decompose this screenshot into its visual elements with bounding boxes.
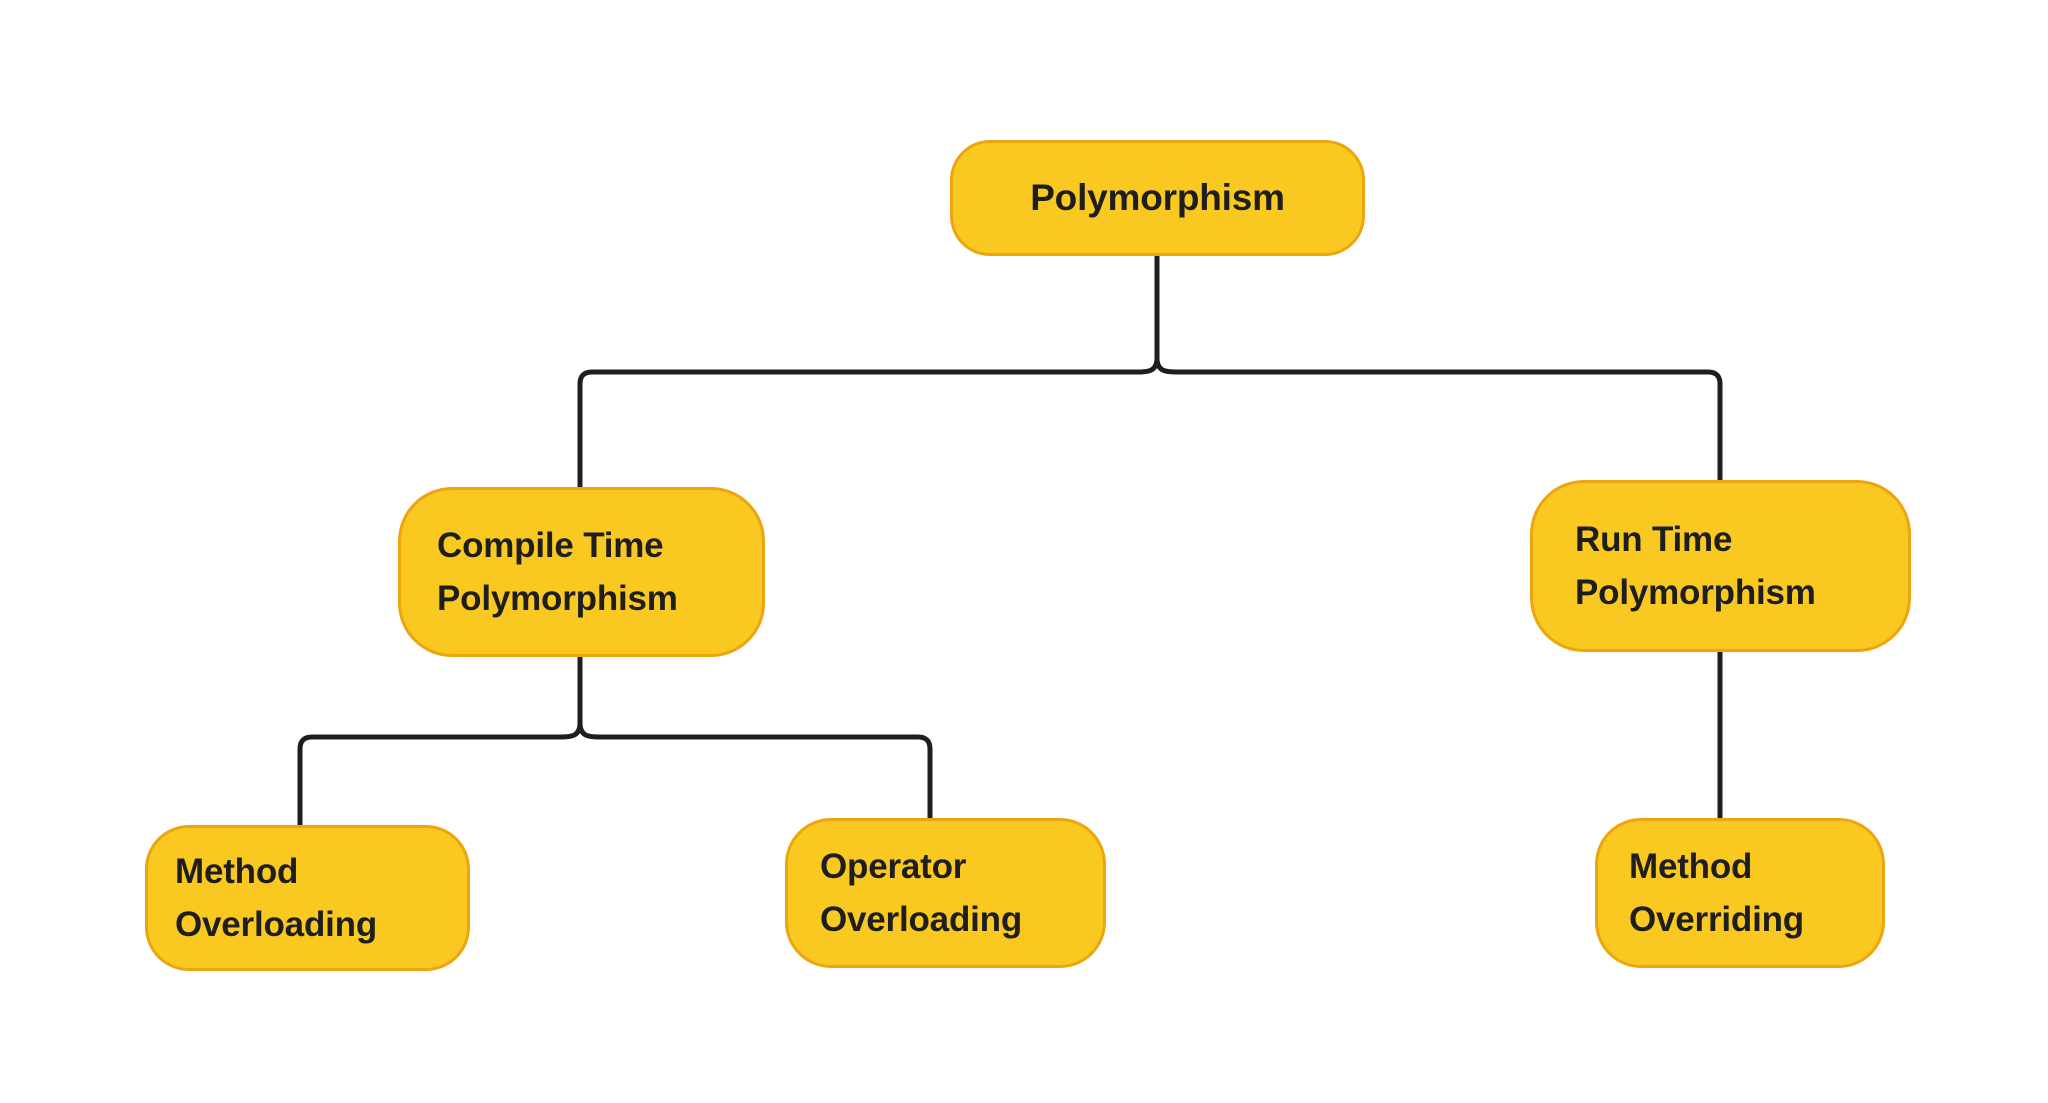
node-label-line: Overloading [175,905,378,944]
edge-compile-junction-left [557,720,583,740]
edge-compile-junction-right [577,720,603,740]
node-label-line: Operator [820,846,967,886]
node-label-line: Polymorphism [1575,573,1816,612]
node-operator-overloading[interactable]: Operator Overloading [785,818,1106,968]
node-polymorphism[interactable]: Polymorphism [950,140,1365,256]
node-method-overriding[interactable]: Method Overriding [1595,818,1885,968]
node-method-overloading[interactable]: Method Overloading [145,825,470,971]
edge-compile-to-operator-overloading [597,734,933,821]
node-label-line: Run Time [1575,519,1733,559]
edge-compile-to-method-overloading [297,734,563,828]
node-label-line: Polymorphism [437,579,678,618]
node-label-line: Overloading [820,900,1023,939]
edge-root-junction-right [1154,355,1180,375]
node-label-line: Compile Time [437,525,664,565]
edge-root-junction-left [1134,355,1160,375]
edge-root-to-runtime [1174,369,1723,483]
node-run-time-polymorphism[interactable]: Run Time Polymorphism [1530,480,1911,652]
node-label-line: Method [175,851,299,891]
node-label-line: Polymorphism [1030,176,1285,218]
node-compile-time-polymorphism[interactable]: Compile Time Polymorphism [398,487,765,657]
node-label-line: Method [1629,846,1753,886]
edge-root-to-compile [577,369,1140,490]
node-label-line: Overriding [1629,900,1804,939]
